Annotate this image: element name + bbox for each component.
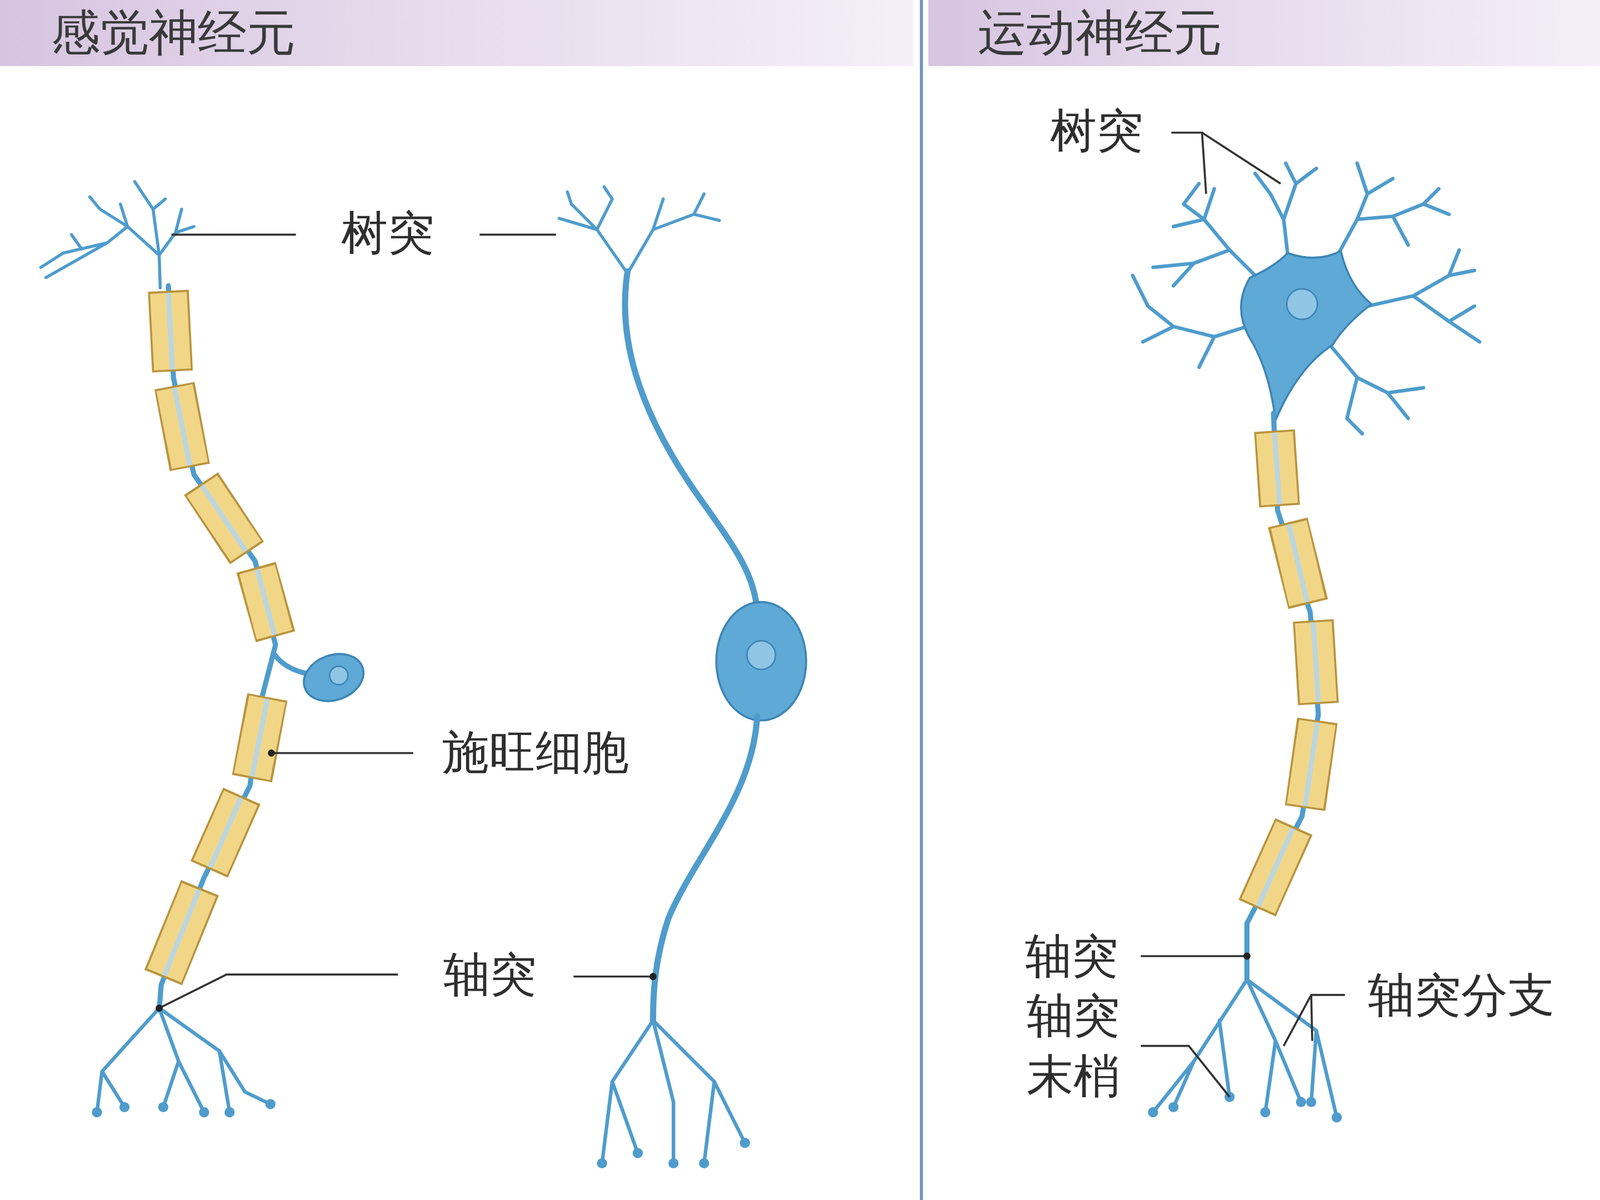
dendrite-trunk <box>625 271 758 613</box>
panel-title: 运动神经元 <box>977 6 1223 60</box>
axon-terminals <box>602 1020 745 1164</box>
dendrite <box>1132 163 1480 434</box>
sensory-neuron-myelinated <box>40 181 370 1118</box>
panel-header-band: 运动神经元 <box>928 0 1600 67</box>
part-label: 轴突分支 <box>1367 969 1555 1021</box>
panel-title: 感觉神经元 <box>51 6 296 60</box>
part-label: 施旺细胞 <box>442 726 629 778</box>
part-label: 树突 <box>1050 105 1144 157</box>
terminal-knobs <box>596 1137 750 1169</box>
axon <box>1246 413 1319 980</box>
cell-body <box>716 602 807 721</box>
part-label: 轴突 <box>1025 930 1119 982</box>
part-label: 轴突末梢 <box>1026 985 1120 1107</box>
cell-body <box>297 646 370 710</box>
schwann-cells <box>163 290 276 978</box>
dendrite <box>40 181 194 288</box>
sensory-neuron-plain <box>559 186 807 1169</box>
cell-body <box>1241 251 1372 421</box>
nucleus <box>329 666 348 685</box>
leader-lines <box>159 132 1345 1098</box>
axon <box>653 716 758 1020</box>
dendrite <box>559 186 720 274</box>
cell-stalk <box>273 653 307 674</box>
nucleus <box>746 640 775 669</box>
terminal-knobs <box>91 1098 276 1118</box>
axon <box>159 285 276 1010</box>
axon-terminals <box>96 1008 270 1113</box>
part-label: 轴突 <box>443 948 537 1000</box>
panel-header-band: 感觉神经元 <box>0 0 914 67</box>
leader-dots <box>155 749 1251 1012</box>
terminal-knobs <box>1147 1091 1342 1123</box>
nucleus <box>1286 288 1318 320</box>
panel-divider <box>920 0 924 1200</box>
part-label: 树突 <box>341 207 435 259</box>
schwann-cells <box>1257 430 1319 909</box>
